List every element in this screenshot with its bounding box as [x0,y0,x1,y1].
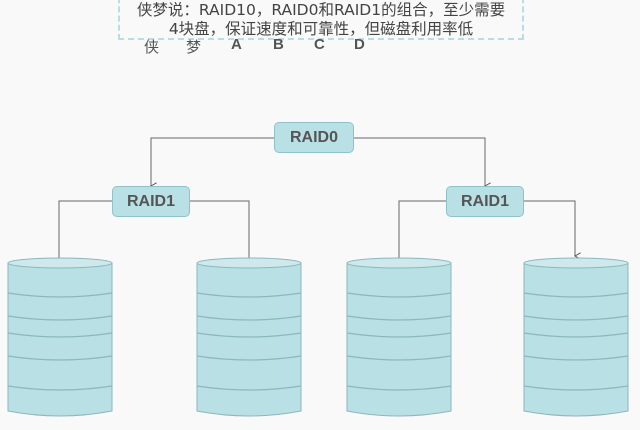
connector-left-disk1 [59,200,112,266]
disk-band [523,292,629,298]
disk-band [7,332,113,338]
disk-top [523,257,629,269]
connector-left-disk2 [190,200,249,266]
disk-band [346,385,452,391]
watermark-letters: 侠 梦 A B C D [0,36,640,56]
disk-body [346,262,452,417]
connector-root-right [354,137,485,186]
connector-right-disk4 [523,200,575,256]
disk-band [196,332,302,338]
disk-cylinder [523,257,629,417]
connector-right-disk3 [399,200,446,266]
disk-body [7,262,113,417]
disk-band [7,385,113,391]
caption-box: 侠梦说：RAID10，RAID0和RAID1的组合，至少需要 4块盘，保证速度和… [118,0,524,40]
disk-band [7,292,113,298]
caption-line-2: 4块盘，保证速度和可靠性，但磁盘利用率低 [168,20,474,38]
disk-band [196,385,302,391]
disk-band [346,332,452,338]
disk-band [523,355,629,361]
raid0-label: RAID0 [289,128,338,146]
disk-top [346,257,452,269]
disk-cylinder [346,257,452,417]
connector-root-left [151,137,274,186]
letter-b: B [273,36,284,53]
letter-c: C [314,36,325,53]
raid1-left-label: RAID1 [126,192,175,210]
disk-body [523,262,629,417]
disk-band [523,332,629,338]
disk-cylinder [196,257,302,417]
disk-cylinder [7,257,113,417]
letter-xia: 侠 [144,38,160,56]
raid1-right-node: RAID1 [446,186,524,217]
disk-band [523,315,629,321]
disk-top [196,257,302,269]
letter-a: A [231,36,242,53]
disk-body [196,262,302,417]
raid1-right-label: RAID1 [460,192,509,210]
disk-band [523,385,629,391]
disk-band [346,355,452,361]
raid0-node: RAID0 [274,122,354,153]
disk-band [7,315,113,321]
disk-band [196,355,302,361]
letter-meng: 梦 [186,38,202,56]
disk-top [7,257,113,269]
disk-band [346,315,452,321]
caption-line-1: 侠梦说：RAID10，RAID0和RAID1的组合，至少需要 [136,1,506,19]
letter-d: D [354,36,365,53]
disk-band [196,315,302,321]
disk-band [346,292,452,298]
disk-band [196,292,302,298]
disk-band [7,355,113,361]
raid1-left-node: RAID1 [112,186,190,217]
